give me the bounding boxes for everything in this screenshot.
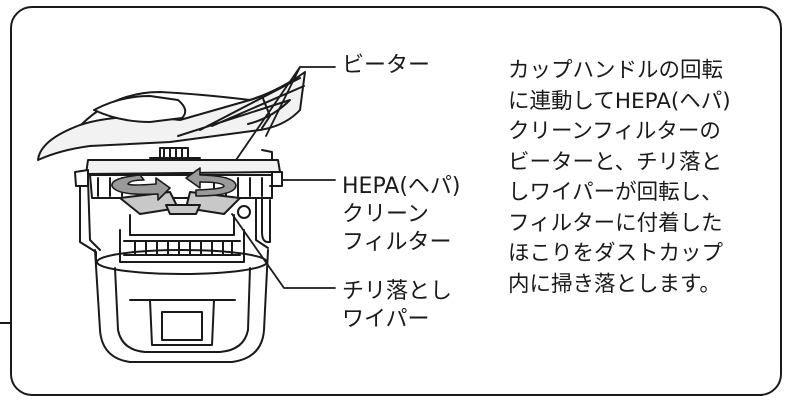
wiper-label: チリ落とし ワイパー bbox=[342, 278, 452, 334]
description-line: ほこりをダストカップ bbox=[508, 241, 724, 266]
description-line: しワイパーが回転し、 bbox=[508, 180, 723, 205]
description-line: ビーターと、チリ落と bbox=[508, 149, 723, 175]
rotation-arrows bbox=[111, 167, 237, 201]
dust-cup-body bbox=[94, 249, 269, 363]
description-line: に連動してHEPA(ヘパ) bbox=[508, 88, 731, 114]
frame-lead-line bbox=[0, 322, 12, 324]
inner-filter-cylinder bbox=[119, 214, 245, 263]
beater-leader-line-2 bbox=[265, 66, 301, 137]
hepa-filter-label-line-3: フィルター bbox=[342, 230, 452, 255]
wiper-label-line-2: ワイパー bbox=[342, 307, 430, 332]
description-line: クリーンフィルターの bbox=[508, 119, 721, 144]
hepa-filter-label: HEPA(ヘパ) クリーン フィルター bbox=[342, 173, 461, 257]
beater-lid bbox=[37, 71, 306, 161]
description-line: 内に掃き落とします。 bbox=[508, 271, 721, 297]
beater-label: ビーター bbox=[342, 53, 431, 78]
wiper-label-line-1: チリ落とし bbox=[342, 279, 453, 304]
description-text: カップハンドルの回転 に連動してHEPA(ヘパ) クリーンフィルターの ビーター… bbox=[508, 56, 778, 300]
callout-leaders bbox=[231, 66, 336, 289]
diagram-frame bbox=[10, 6, 782, 396]
wiper-leader-line bbox=[231, 213, 336, 289]
description-line: フィルターに付着した bbox=[508, 210, 723, 236]
hepa-filter-label-line-1: HEPA(ヘパ) bbox=[342, 174, 461, 199]
description-line: カップハンドルの回転 bbox=[508, 58, 724, 83]
hepa-filter-label-line-2: クリーン bbox=[342, 202, 429, 227]
hepa-filter-ring bbox=[74, 159, 283, 199]
